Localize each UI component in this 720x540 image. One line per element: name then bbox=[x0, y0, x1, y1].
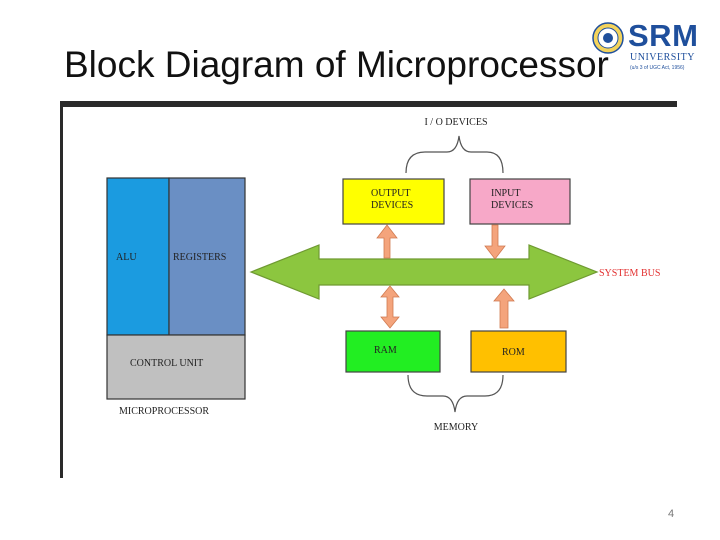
logo-subtitle: UNIVERSITY bbox=[630, 52, 695, 63]
io-devices-brace bbox=[405, 135, 504, 174]
system-bus-arrow bbox=[249, 244, 599, 300]
block-diagram-figure: I / O DEVICES OUTPUT DEVICES INPUT DEVIC… bbox=[60, 101, 677, 478]
ram-bidirectional-arrow bbox=[380, 285, 400, 329]
output-devices-label-line1: OUTPUT bbox=[371, 188, 410, 199]
registers-label: REGISTERS bbox=[173, 252, 226, 263]
input-down-arrow bbox=[484, 224, 506, 260]
microprocessor-label: MICROPROCESSOR bbox=[119, 406, 209, 417]
io-devices-label: I / O DEVICES bbox=[424, 117, 487, 128]
srm-logo: SRM UNIVERSITY (u/s 3 of UGC Act, 1956) bbox=[592, 18, 702, 76]
ram-label: RAM bbox=[374, 345, 397, 356]
output-up-arrow bbox=[376, 224, 398, 259]
memory-label: MEMORY bbox=[434, 422, 478, 433]
control-unit-label: CONTROL UNIT bbox=[130, 358, 203, 369]
input-devices-label-line1: INPUT bbox=[491, 188, 520, 199]
logo-tagline: (u/s 3 of UGC Act, 1956) bbox=[630, 65, 685, 71]
memory-brace bbox=[407, 374, 504, 413]
alu-label: ALU bbox=[116, 252, 137, 263]
registers-block bbox=[168, 177, 246, 336]
page-number: 4 bbox=[668, 508, 675, 520]
input-devices-label-line2: DEVICES bbox=[491, 200, 533, 211]
output-devices-label-line2: DEVICES bbox=[371, 200, 413, 211]
input-devices-box bbox=[469, 178, 571, 225]
block-diagram: I / O DEVICES OUTPUT DEVICES INPUT DEVIC… bbox=[106, 117, 660, 433]
logo-brand: SRM bbox=[628, 18, 699, 53]
university-seal-icon bbox=[592, 22, 624, 54]
ram-box bbox=[345, 330, 441, 373]
slide-title: Block Diagram of Microprocessor bbox=[64, 44, 609, 85]
output-devices-box bbox=[342, 178, 445, 225]
system-bus-label: SYSTEM BUS bbox=[599, 268, 660, 279]
rom-box bbox=[470, 330, 567, 373]
control-unit-block bbox=[106, 334, 246, 400]
rom-up-arrow bbox=[493, 288, 515, 329]
rom-label: ROM bbox=[502, 347, 525, 358]
